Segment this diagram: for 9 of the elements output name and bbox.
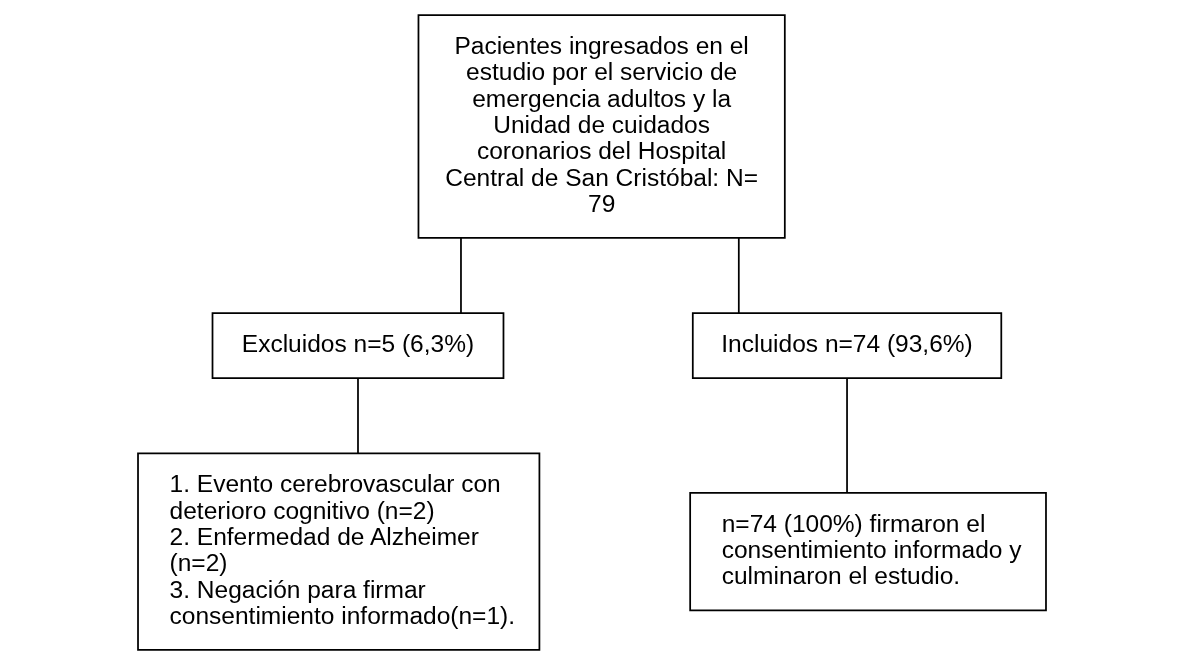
node-box: Excluidos n=5 (6,3%) bbox=[211, 312, 505, 379]
connector bbox=[460, 237, 462, 314]
node-box: 1. Evento cerebrovascular con deterioro cognitivo (n=2) 2. Enfermedad de Alzheimer (n=2) 3. Negación para firmar consentimiento informado(n=1). bbox=[137, 452, 541, 651]
node-box: Incluidos n=74 (93,6%) bbox=[691, 312, 1003, 379]
connector bbox=[737, 237, 740, 314]
connector bbox=[357, 377, 359, 455]
node-box: Pacientes ingresados en el estudio por el servicio de emergencia adultos y la Unidad de cuidados coronarios del Hospital Central de San Cristóbal: N= 79 bbox=[417, 14, 786, 239]
node-box: n=74 (100%) firmaron el consentimiento informado y culminaron el estudio. bbox=[689, 492, 1047, 612]
connector bbox=[846, 377, 848, 494]
